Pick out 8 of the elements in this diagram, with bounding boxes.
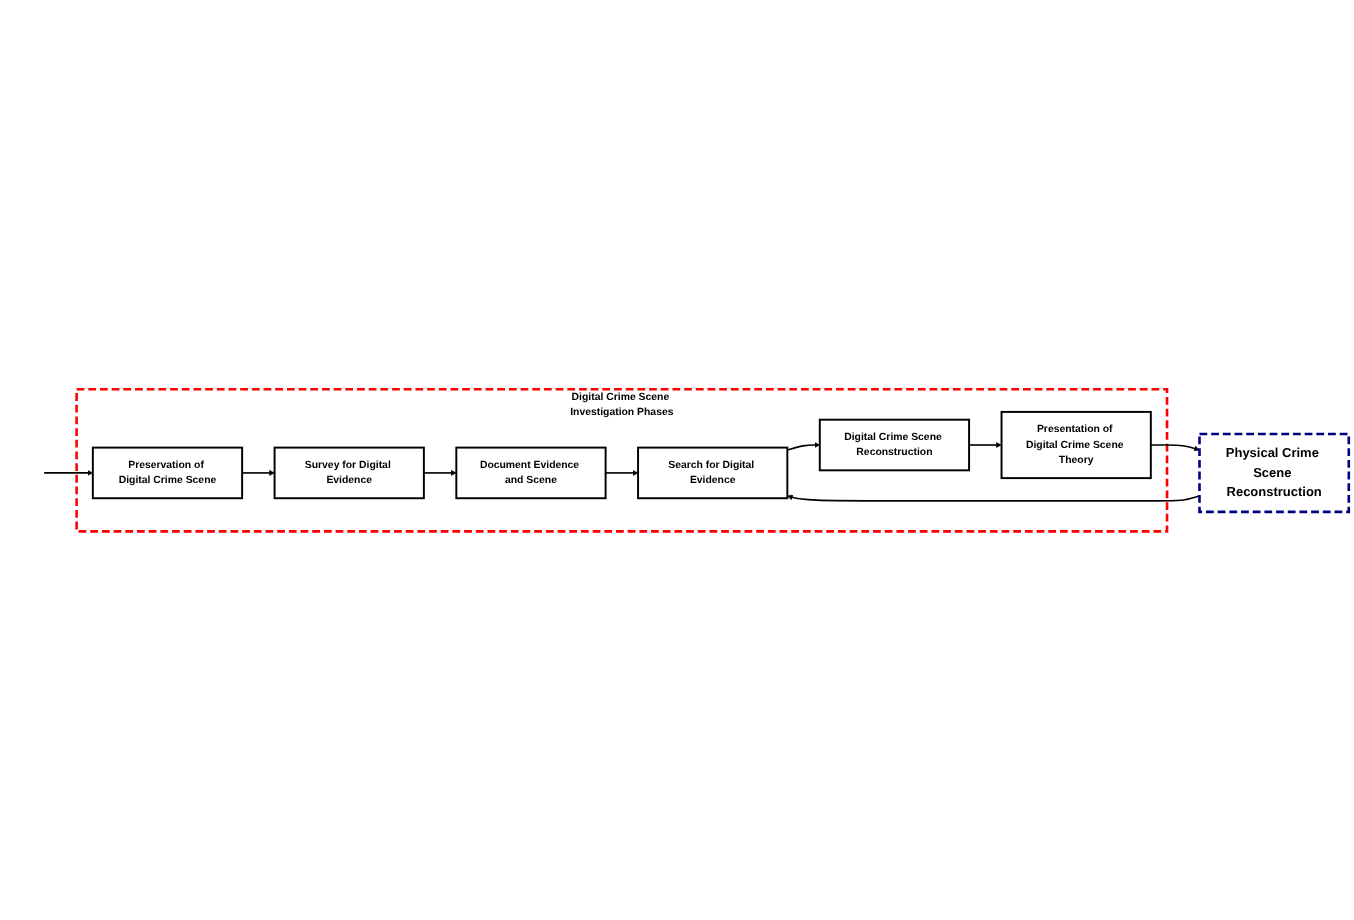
arrow: [43, 469, 94, 476]
arrow: [786, 441, 821, 451]
arrow: [968, 441, 1002, 448]
arrow: [787, 494, 1201, 502]
arrow: [1150, 443, 1200, 451]
arrow: [604, 469, 639, 476]
arrow: [423, 469, 457, 476]
arrow: [241, 469, 275, 476]
